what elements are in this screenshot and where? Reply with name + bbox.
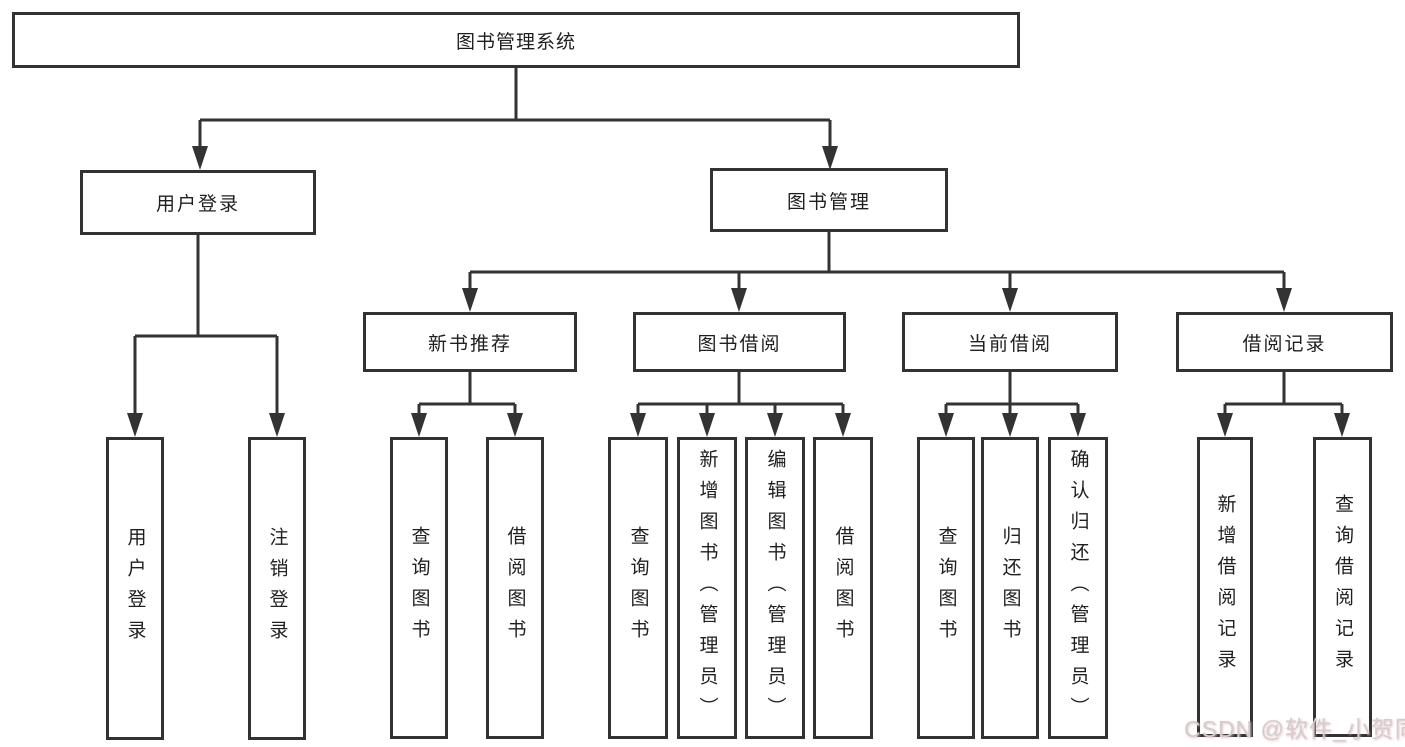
arrowhead-icon [269,413,285,437]
node-label: 当前借阅 [967,333,1052,355]
csdn-watermark: CSDN @软件_小贺同学 [1184,716,1405,742]
node-label: 查询借阅记录 [1332,494,1353,680]
node-label: 用户登录 [155,194,240,215]
arrowhead-icon [127,413,143,437]
node-label: 新增借阅记录 [1214,494,1236,680]
node-library-management-system: 图书管理系统 [12,12,1020,68]
arrowhead-icon [507,413,523,437]
connector-bookborrow-to-leaves [636,372,845,415]
arrowhead-icon [1217,413,1233,437]
node-label: 查询图书 [408,526,430,650]
node-label: 编辑图书（管理员） [764,448,786,728]
node-label: 确认归还（管理员） [1067,448,1089,728]
arrowhead-icon [1334,413,1350,437]
leaf-borrow-books-2: 借阅图书 [813,437,873,739]
leaf-add-book-admin: 新增图书（管理员） [677,437,737,739]
leaf-borrow-books-1: 借阅图书 [486,437,544,739]
node-label: 图书借阅 [697,333,782,355]
node-book-borrowing: 图书借阅 [633,312,846,372]
arrowhead-icon [731,288,747,312]
connector-newbookrec-to-leaves [417,372,517,415]
node-label: 新书推荐 [427,333,512,355]
node-label: 查询图书 [627,526,649,650]
node-label: 归还图书 [999,526,1021,650]
connector-currentborrow-to-leaves [944,372,1080,415]
node-label: 查询图书 [935,526,957,650]
node-new-book-recommendation: 新书推荐 [363,312,577,372]
arrowhead-icon [462,288,478,312]
arrowhead-icon [699,413,715,437]
arrowhead-icon [411,413,427,437]
node-label: 借阅图书 [504,526,526,650]
node-label: 借阅记录 [1242,333,1327,355]
leaf-query-books-1: 查询图书 [390,437,448,739]
leaf-query-borrow-record: 查询借阅记录 [1313,437,1372,737]
arrowhead-icon [835,413,851,437]
node-label: 图书管理 [786,191,871,213]
arrowhead-icon [938,413,954,437]
node-user-login-branch: 用户登录 [80,170,316,235]
leaf-edit-book-admin: 编辑图书（管理员） [745,437,805,739]
arrowhead-icon [822,146,838,170]
leaf-query-books-2: 查询图书 [608,437,668,739]
leaf-user-login: 用户登录 [106,437,164,740]
connector-bookmgmt-to-level3 [468,232,1286,290]
node-borrowing-records: 借阅记录 [1176,312,1393,372]
node-label: 新增图书（管理员） [696,448,718,728]
node-label: 用户登录 [124,526,146,651]
leaf-return-book: 归还图书 [981,437,1039,739]
leaf-logout: 注销登录 [248,437,306,740]
arrowhead-icon [1276,288,1292,312]
connector-root-to-level2 [198,68,832,148]
node-label: 借阅图书 [832,526,854,650]
arrowhead-icon [1002,288,1018,312]
leaf-query-books-3: 查询图书 [917,437,975,739]
arrowhead-icon [192,146,208,170]
node-label: 图书管理系统 [455,31,576,53]
arrowhead-icon [767,413,783,437]
arrowhead-icon [1070,413,1086,437]
node-current-borrowing: 当前借阅 [902,312,1118,372]
arrowhead-icon [630,413,646,437]
leaf-confirm-return-admin: 确认归还（管理员） [1048,437,1108,739]
arrowhead-icon [1002,413,1018,437]
connector-userlogin-to-leaves [133,235,279,415]
leaf-add-borrow-record: 新增借阅记录 [1197,437,1253,737]
node-book-management-branch: 图书管理 [710,168,948,232]
node-label: 注销登录 [266,526,288,651]
connector-borrowrecords-to-leaves [1223,372,1344,415]
